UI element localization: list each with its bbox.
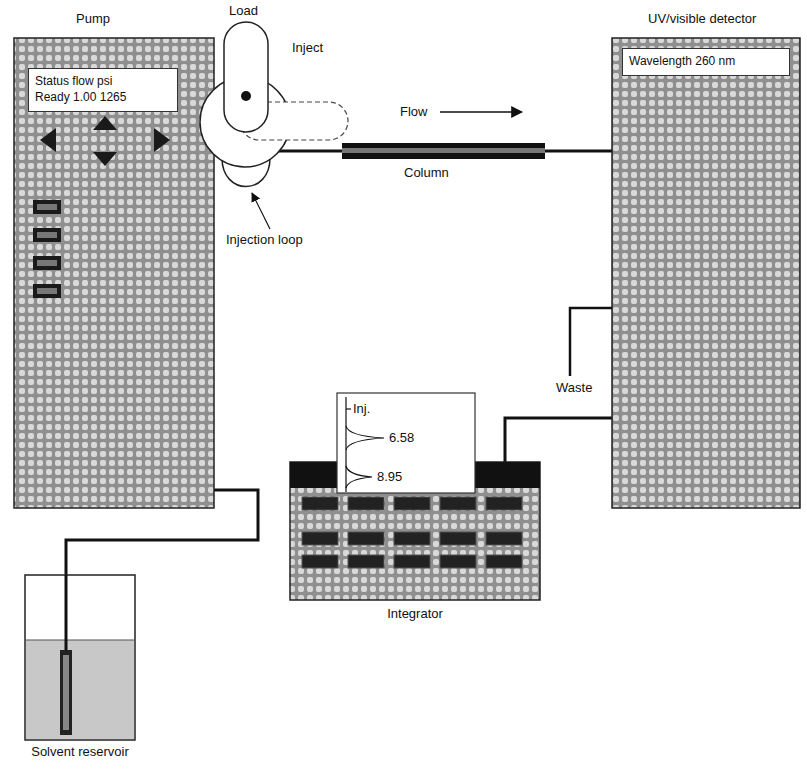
arrow-key	[40, 128, 56, 152]
reservoir-bottle	[25, 575, 135, 740]
inlet-filter	[60, 650, 72, 735]
position-label: Inject	[292, 40, 323, 56]
part-heading: Pump	[76, 11, 110, 27]
integrator-key	[348, 532, 384, 545]
part-heading: UV/visible detector	[648, 11, 756, 27]
tubing-line	[545, 150, 612, 153]
tubing-line	[505, 418, 612, 462]
column-highlight	[342, 148, 545, 153]
pump-unit: PumpStatus flow psiReady 1.00 1265	[14, 38, 214, 508]
integrator-key	[394, 555, 430, 568]
integrator-key	[394, 497, 430, 510]
peak-label: 8.95	[377, 469, 402, 485]
part-label: Injection loop	[226, 232, 303, 248]
display-text: Status flow psi	[35, 73, 112, 89]
solvent-liquid	[26, 640, 134, 739]
detector-unit: UV/visible detectorWavelength 260 nm	[612, 38, 800, 508]
label-anchor: Load	[229, 3, 258, 19]
waste-line	[570, 308, 612, 376]
arrow-key	[154, 128, 170, 152]
button-face	[37, 288, 57, 294]
solvent-line	[65, 575, 68, 650]
integrator-key	[440, 497, 476, 510]
peak-trace	[346, 426, 384, 450]
integrator-key	[440, 555, 476, 568]
valve-pivot	[241, 91, 251, 101]
baseline-trace	[345, 397, 346, 492]
leader-line	[252, 193, 270, 229]
part-label: Waste	[556, 380, 592, 396]
integrator-key	[486, 532, 522, 545]
peak-label: 6.58	[389, 430, 414, 446]
pump-button	[33, 256, 61, 270]
button-face	[37, 204, 57, 210]
filter-highlight	[63, 655, 69, 730]
part-heading: Column	[404, 165, 449, 181]
paper-slot	[475, 462, 540, 488]
integrator-key	[486, 555, 522, 568]
position-label: Load	[229, 3, 258, 19]
wavelength-display: Wavelength 260 nm	[622, 48, 790, 76]
integrator-key	[394, 532, 430, 545]
peak-label: Inj.	[353, 401, 370, 417]
part-heading: Solvent reservoir	[31, 744, 129, 760]
label-anchor: Flow	[400, 104, 427, 120]
column-tube	[342, 143, 545, 159]
integrator-unit: Integrator	[290, 462, 540, 600]
paper-slot	[290, 462, 337, 488]
chart-paper-sheet	[337, 393, 475, 493]
arrow-key	[93, 116, 117, 130]
integrator-key	[348, 497, 384, 510]
pump-button	[33, 228, 61, 242]
display-text: Ready 1.00 1265	[35, 89, 126, 105]
part-heading: Integrator	[387, 606, 443, 622]
pump-button	[33, 200, 61, 214]
integrator-key	[348, 555, 384, 568]
label-anchor: Injection loop	[226, 232, 303, 248]
flow-arrow	[440, 111, 522, 113]
liquid-surface	[26, 640, 134, 641]
integrator-key	[302, 532, 338, 545]
flow-label: Flow	[400, 104, 427, 120]
button-face	[37, 232, 57, 238]
button-face	[37, 260, 57, 266]
column: Column	[342, 143, 545, 159]
pump-housing	[14, 38, 214, 508]
solvent-reservoir: Solvent reservoir	[25, 575, 135, 740]
pump-button	[33, 284, 61, 298]
integrator-key	[440, 532, 476, 545]
integrator-key	[302, 555, 338, 568]
integrator-key	[302, 497, 338, 510]
display-text: Wavelength 260 nm	[629, 53, 735, 69]
integrator-key	[486, 497, 522, 510]
label-anchor: Waste	[556, 380, 592, 396]
chart-paper: Inj. 6.58 8.95	[337, 393, 475, 493]
detector-housing	[612, 38, 800, 508]
injection-tick	[346, 408, 351, 409]
load-handle	[224, 22, 268, 132]
status-display: Status flow psiReady 1.00 1265	[28, 68, 178, 112]
peak-trace	[346, 466, 372, 488]
label-anchor: Inject	[292, 40, 323, 56]
arrow-key	[93, 152, 117, 166]
